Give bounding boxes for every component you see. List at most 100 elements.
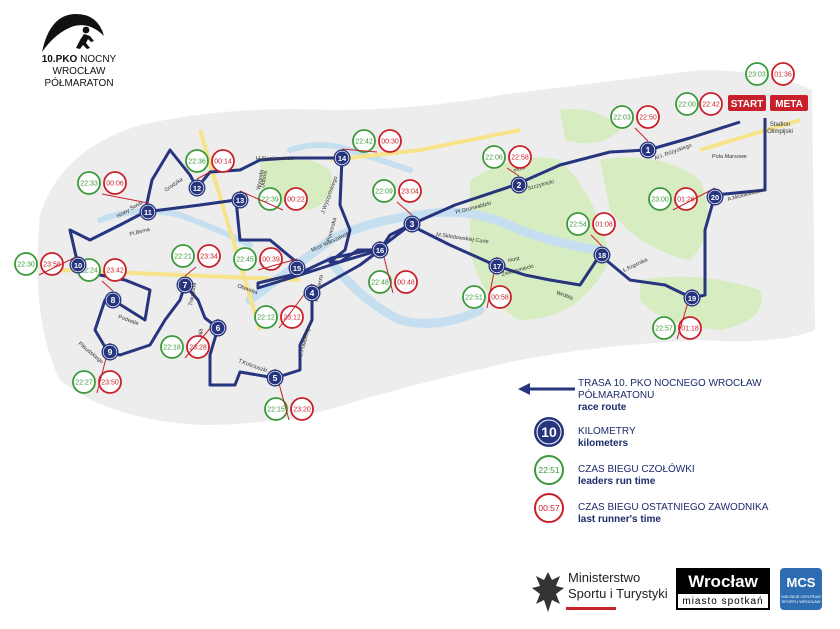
- km-marker-2: 2: [510, 176, 528, 194]
- street-label: Wygoda: [256, 169, 266, 191]
- km-marker-20: 20: [706, 188, 724, 206]
- runner-icon: [76, 26, 94, 49]
- wroclaw-tagline: miasto spotkań: [682, 596, 764, 607]
- ministry-flag: [566, 607, 616, 610]
- km-marker-19: 19: [683, 289, 701, 307]
- street-label: Wróbla: [555, 290, 574, 302]
- km-marker-17: 17: [488, 257, 506, 275]
- street-label: Kazimierza: [314, 274, 325, 303]
- legend-route-arrow: [518, 383, 530, 395]
- leader-time-km10: 22:30: [14, 252, 38, 276]
- km-number-5: 5: [273, 373, 278, 383]
- legend-km: KILOMETRY kilometers: [520, 426, 840, 466]
- km-number-17: 17: [493, 262, 501, 271]
- km-marker-5: 5: [266, 369, 284, 387]
- last-runner-time-km6-text: 23:28: [189, 345, 207, 352]
- event-title: 10.PKO NOCNY WROCŁAW PÓŁMARATON: [14, 54, 144, 90]
- time-connector: [196, 171, 211, 180]
- last-runner-time-km1-text: 22:50: [639, 115, 657, 122]
- km-marker-11: 11: [139, 203, 157, 221]
- leader-time-start: 22:00: [675, 92, 699, 116]
- ministry-logo-text: Ministerstwo Sportu i Turystyki: [568, 570, 668, 602]
- ministry-line1: Ministerstwo: [568, 570, 641, 585]
- last-runner-time-km17-text: 00:58: [491, 295, 509, 302]
- start-label: START: [731, 99, 764, 110]
- time-connector: [184, 266, 197, 277]
- finish-marker: META: [770, 95, 808, 111]
- last-runner-time-km8-text: 23:42: [106, 268, 124, 275]
- river: [245, 207, 605, 328]
- last-runner-time-km10-text: 23:58: [43, 262, 61, 269]
- park-area: [560, 109, 620, 144]
- leader-time-km5-text: 22:15: [267, 407, 285, 414]
- km-marker-13: 13: [231, 191, 249, 209]
- km-marker-6: 6: [209, 319, 227, 337]
- last-runner-time-km20: 01:26: [674, 187, 698, 211]
- legend-km-sub: kilometers: [578, 438, 629, 449]
- leader-time-km12: 22:36: [185, 149, 209, 173]
- last-runner-time-km13: 00:22: [284, 187, 308, 211]
- wroclaw-logo: Wrocław miasto spotkań: [676, 568, 770, 610]
- km-number-6: 6: [216, 323, 221, 333]
- leader-time-km1: 22:03: [610, 105, 634, 129]
- last-runner-time-km5-text: 23:20: [293, 407, 311, 414]
- legend-km-label: KILOMETRY: [578, 426, 636, 437]
- leader-time-finish-text: 23:03: [748, 72, 766, 79]
- time-connector: [672, 187, 716, 211]
- last-runner-time-km4: 23:12: [280, 305, 304, 329]
- time-connector: [634, 127, 649, 142]
- last-runner-time-km13-text: 00:22: [287, 197, 305, 204]
- wroclaw-name: Wrocław: [678, 570, 768, 594]
- leader-time-km12-text: 22:36: [188, 159, 206, 166]
- leader-time-km7: 22:21: [171, 244, 195, 268]
- leader-time-km13-text: 22:39: [261, 197, 279, 204]
- time-connector: [590, 234, 603, 247]
- leader-time-finish: 23:03: [745, 62, 769, 86]
- time-connector: [101, 280, 114, 292]
- leader-time-km13: 22:39: [258, 187, 282, 211]
- legend-lead-label: CZAS BIEGU CZOŁÓWKI: [578, 464, 695, 475]
- leader-time-km15-text: 22:45: [236, 257, 254, 264]
- km-number-18: 18: [598, 251, 606, 260]
- leader-time-km18: 22:54: [566, 212, 590, 236]
- last-runner-time-km11: 00:06: [103, 171, 127, 195]
- legend-route-sub: race route: [578, 402, 627, 413]
- street-label: Dubois: [260, 170, 269, 188]
- last-runner-time-km20-text: 01:26: [677, 197, 695, 204]
- last-runner-time-km7: 23:34: [197, 244, 221, 268]
- last-runner-time-km1: 22:50: [636, 105, 660, 129]
- km-marker-9: 9: [101, 343, 119, 361]
- leader-time-km3: 22:09: [372, 179, 396, 203]
- leader-time-km8-text: 22:24: [80, 268, 98, 275]
- leader-time-km10-text: 22:30: [17, 262, 35, 269]
- last-runner-time-km8: 23:42: [103, 258, 127, 282]
- time-connector: [506, 167, 520, 177]
- leader-time-km17: 22:51: [462, 285, 486, 309]
- event-title-bold: 10.PKO: [41, 54, 78, 65]
- last-runner-time-km18-text: 01:08: [595, 222, 613, 229]
- leader-time-km2: 22:06: [482, 145, 506, 169]
- last-runner-time-km16-text: 00:48: [397, 280, 415, 287]
- finish-label: META: [775, 99, 803, 110]
- leader-time-km6: 22:18: [160, 335, 184, 359]
- km-marker-3: 3: [403, 215, 421, 233]
- km-marker-18: 18: [593, 246, 611, 264]
- leader-time-km14: 22:42: [352, 129, 376, 153]
- legend-km-ring: [536, 419, 562, 445]
- legend-km-circle: [534, 417, 564, 447]
- last-runner-time-km12-text: 00:14: [214, 159, 232, 166]
- legend-graphics: 10 22:51 00:57: [518, 383, 575, 523]
- km-number-10: 10: [74, 261, 82, 270]
- event-logo: [42, 14, 104, 52]
- km-number-20: 20: [711, 193, 719, 202]
- last-runner-time-finish: 01:36: [771, 62, 795, 86]
- event-title-line1: NOCNY WROCŁAW: [52, 54, 117, 77]
- km-number-2: 2: [517, 180, 522, 190]
- km-number-13: 13: [236, 196, 244, 205]
- legend-last-circle: [534, 493, 564, 523]
- mcs-mark: MCS: [786, 575, 816, 590]
- leader-time-km17-text: 22:51: [465, 295, 483, 302]
- leader-time-km15: 22:45: [233, 247, 257, 271]
